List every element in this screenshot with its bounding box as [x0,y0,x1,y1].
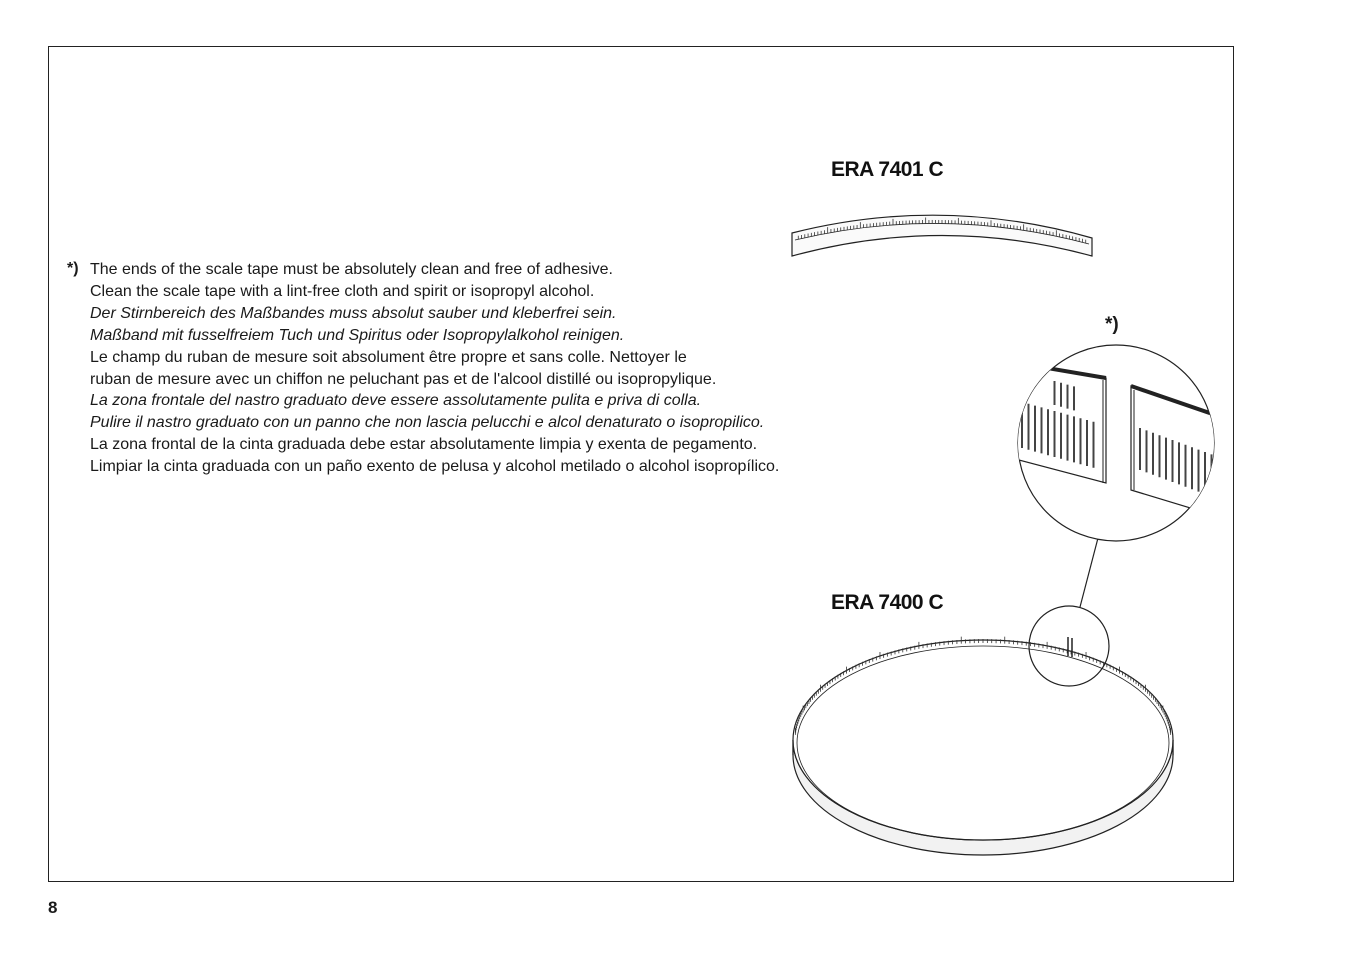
cleaning-note: The ends of the scale tape must be absol… [90,259,779,478]
label-era-7400c: ERA 7400 C [831,591,944,614]
note-line-7: Pulire il nastro graduato con un panno c… [90,414,765,432]
note-line-8: La zona frontal de la cinta graduada deb… [90,436,758,454]
note-line-3: Maßband mit fusselfreiem Tuch und Spirit… [90,326,625,344]
full-ring-tape [792,636,1174,856]
magnified-joint-detail [1017,344,1215,542]
note-line-2: Der Stirnbereich des Maßbandes muss abso… [90,304,617,322]
note-line-9: Limpiar la cinta graduada con un paño ex… [90,458,780,476]
joint-highlight-circle [1028,537,1110,687]
detail-marker: *) [1105,314,1119,335]
arc-tape-segment [791,214,1093,257]
page-frame [48,46,1234,882]
note-line-5: ruban de mesure avec un chiffon ne peluc… [90,370,717,388]
note-marker: *) [67,260,79,277]
note-line-6: La zona frontale del nastro graduato dev… [90,392,702,410]
page-number: 8 [48,898,58,917]
note-line-1: Clean the scale tape with a lint-free cl… [90,282,595,300]
note-line-4: Le champ du ruban de mesure soit absolum… [90,348,687,366]
note-line-0: The ends of the scale tape must be absol… [90,261,613,278]
label-era-7401c: ERA 7401 C [831,158,944,181]
